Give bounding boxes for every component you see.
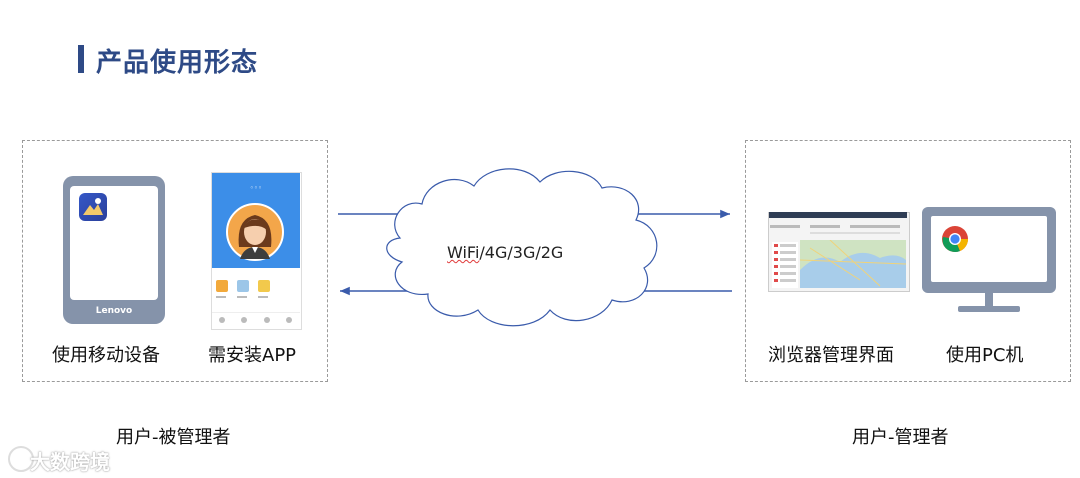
screenshot-sidebar	[772, 242, 798, 288]
page-title: 产品使用形态	[96, 48, 259, 78]
screenshot-top-bar	[769, 212, 907, 218]
monitor-base	[958, 306, 1020, 312]
monitor-neck	[985, 293, 993, 307]
title-accent-bar	[78, 45, 84, 73]
network-label: WiFi/4G/3G/2G	[447, 243, 563, 262]
tablet-brand-logo: Lenovo	[95, 306, 133, 316]
left-group-box	[22, 140, 328, 382]
app-icon	[79, 193, 107, 221]
phone-feature-row	[212, 274, 300, 302]
mobile-device-label: 使用移动设备	[52, 345, 160, 366]
right-group-box	[745, 140, 1071, 382]
browser-admin-label: 浏览器管理界面	[768, 345, 894, 366]
phone-tab-bar	[212, 312, 300, 327]
network-label-cellular: /4G/3G/2G	[479, 243, 564, 262]
pc-usage-label: 使用PC机	[946, 345, 1024, 366]
chrome-icon	[940, 224, 970, 254]
avatar	[226, 203, 284, 261]
watermark: 大数跨境	[30, 450, 110, 474]
watermark-icon	[8, 446, 34, 472]
network-label-wifi: WiFi	[447, 243, 480, 262]
network-diagram	[338, 168, 732, 327]
cloud-shape	[386, 168, 658, 327]
manager-user-caption: 用户-管理者	[852, 427, 949, 448]
screenshot-map	[799, 239, 907, 288]
phone-header-title: ◦◦◦	[249, 184, 263, 192]
app-required-label: 需安装APP	[208, 345, 297, 366]
managed-user-caption: 用户-被管理者	[116, 427, 231, 448]
screenshot-toolbar	[770, 222, 906, 236]
